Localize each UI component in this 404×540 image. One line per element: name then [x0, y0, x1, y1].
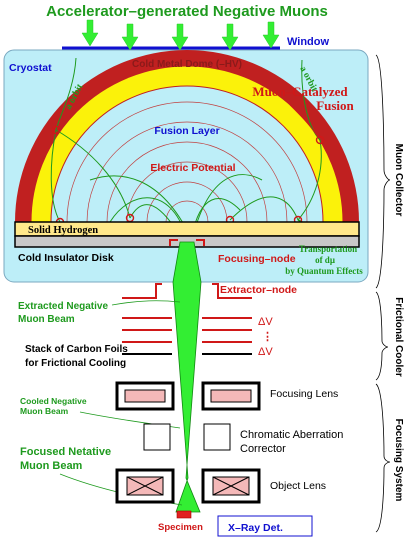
vdots-label: ⋮ — [262, 331, 273, 343]
extracted-beam-label-line1: Extracted Negative — [18, 301, 108, 312]
specimen-block — [176, 510, 192, 519]
fusion-layer-label: Fusion Layer — [154, 125, 219, 137]
xray-detector-label: X–Ray Det. — [228, 522, 283, 534]
section-label-cooler: Frictional Cooler — [393, 297, 404, 377]
extractor-node-electrode — [122, 283, 252, 299]
cooled-beam-label-line2: Muon Beam — [20, 406, 69, 416]
section-brackets — [375, 54, 391, 533]
focusing-node-label: Focusing–node — [218, 253, 296, 265]
section-label-collector: Muon Collector — [393, 144, 404, 217]
extracted-beam-pointer — [111, 300, 181, 306]
extractor-node-label: Extractor–node — [220, 284, 297, 296]
object-lens — [115, 468, 261, 504]
object-lens-label: Object Lens — [270, 480, 326, 492]
mcf-pointer — [289, 104, 319, 138]
window-label: Window — [287, 36, 329, 48]
transport-label-line3: by Quantum Effects — [285, 266, 363, 276]
focused-beam-label-line2: Muon Beam — [20, 460, 83, 472]
diagram-title: Accelerator–generated Negative Muons — [46, 3, 328, 20]
stack-label-line1: Stack of Carbon Foils — [25, 344, 128, 355]
stack-label-line2: for Frictional Cooling — [25, 358, 126, 369]
cooled-beam-pointer — [79, 411, 181, 429]
incoming-muon-arrows — [81, 19, 280, 51]
electric-potential-label: Electric Potential — [150, 162, 235, 174]
focused-beam-label-line1: Focused Netative — [20, 446, 111, 458]
focusing-node-electrodes — [169, 239, 205, 246]
section-label-focusing: Focusing System — [393, 419, 404, 502]
dome-label: Cold Metal Dome (–HV) — [132, 59, 242, 70]
chromatic-label-line2: Corrector — [240, 443, 286, 455]
transport-label-line1: Transportation — [299, 244, 357, 254]
extracted-beam-label-line2: Muon Beam — [18, 314, 75, 325]
focusing-lens — [115, 381, 261, 411]
delta-v-label-2: ΔV — [258, 346, 273, 358]
chromatic-label-line1: Chromatic Aberration — [240, 429, 343, 441]
solid-hydrogen-label: Solid Hydrogen — [28, 225, 98, 236]
delta-v-label-1: ΔV — [258, 316, 273, 328]
mcf-label-line1: Muon–Catalyzed — [252, 84, 348, 99]
xray-detector-box — [217, 515, 313, 537]
muon-beam — [172, 241, 202, 513]
cryostat-label: Cryostat — [9, 62, 52, 74]
specimen-label: Specimen — [158, 522, 203, 533]
insulator-label: Cold Insulator Disk — [18, 252, 114, 264]
focusing-lens-label: Focusing Lens — [270, 388, 338, 400]
chromatic-corrector — [143, 423, 231, 451]
transport-label-line2: of dμ — [315, 255, 335, 265]
mcf-label-line2: Fusion — [316, 98, 354, 113]
cooled-beam-label-line1: Cooled Negative — [20, 396, 87, 406]
